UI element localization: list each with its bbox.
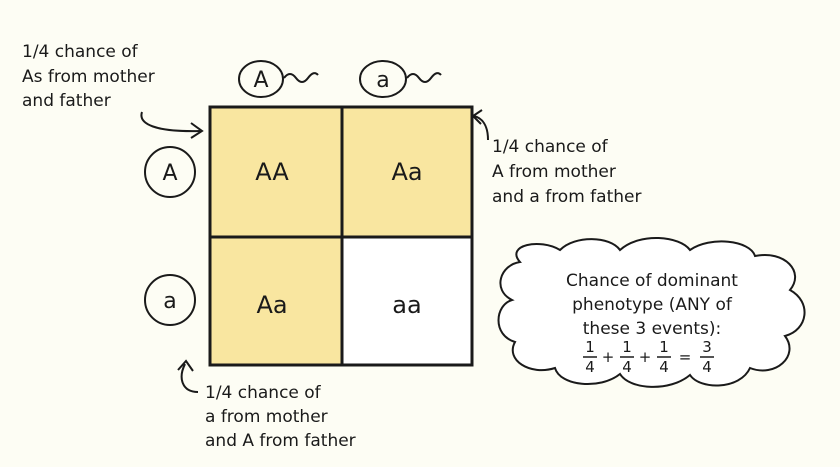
cloud-line: phenotype (ANY of (572, 295, 733, 315)
allele-circle (238, 60, 284, 98)
fraction-numerator: 1 (622, 338, 632, 356)
arrowhead-icon (177, 359, 194, 372)
fraction-numerator: 1 (659, 338, 669, 356)
note-line: a from mother (205, 407, 328, 427)
fraction-denominator: 4 (585, 358, 595, 376)
fraction-numerator: 1 (585, 338, 595, 356)
arrowhead-icon (190, 122, 204, 139)
fraction-numerator: 3 (702, 338, 712, 356)
note-line: and father (22, 91, 111, 111)
allele-label: a (376, 68, 389, 93)
punnett-square: AA Aa Aa aa (208, 105, 474, 367)
allele-circle (144, 146, 196, 198)
allele-circle (359, 60, 407, 98)
sperm-tail-icon (283, 72, 319, 83)
cell-label-aa: aa (392, 291, 421, 319)
cloud-callout: Chance of dominant phenotype (ANY of the… (497, 237, 806, 388)
equals-sign: = (679, 348, 692, 366)
arrow-icon (180, 363, 199, 393)
top-allele-A: A (238, 60, 319, 98)
note-top-left: 1/4 chance of As from mother and father (22, 42, 204, 139)
arrowhead-icon (471, 109, 483, 125)
note-line: As from mother (22, 67, 155, 87)
fraction-denominator: 4 (702, 358, 712, 376)
allele-circle (144, 274, 196, 326)
note-line: 1/4 chance of (22, 42, 139, 62)
fraction-denominator: 4 (659, 358, 669, 376)
allele-label: a (163, 289, 176, 314)
allele-label: A (253, 68, 268, 93)
cell-Aa-top-right (340, 105, 474, 239)
sperm-tail-icon (406, 72, 442, 83)
arrow-icon (140, 111, 201, 133)
cell-aa (340, 235, 474, 367)
cell-AA (208, 105, 344, 239)
left-allele-A: A (144, 146, 196, 198)
cell-Aa-bottom-left (208, 235, 344, 367)
note-line: and a from father (492, 187, 641, 207)
cell-label-Aa-bottom-left: Aa (256, 291, 287, 319)
allele-label: A (162, 161, 177, 186)
note-line: A from mother (492, 162, 616, 182)
plus-sign: + (639, 348, 652, 366)
fraction-denominator: 4 (622, 358, 632, 376)
top-allele-a: a (359, 60, 442, 98)
note-line: 1/4 chance of (492, 137, 609, 157)
cell-label-Aa-top-right: Aa (391, 158, 422, 186)
cloud-shape (497, 237, 806, 388)
note-line: 1/4 chance of (205, 383, 322, 403)
fraction-sum: 1 4 + 1 4 + 1 4 = 3 4 (583, 338, 714, 376)
cloud-line: Chance of dominant (566, 271, 738, 291)
note-bottom: 1/4 chance of a from mother and A from f… (177, 359, 356, 451)
arrow-icon (473, 115, 489, 141)
note-right: 1/4 chance of A from mother and a from f… (471, 109, 641, 207)
plus-sign: + (602, 348, 615, 366)
cloud-line: these 3 events): (583, 319, 721, 339)
cell-label-AA: AA (255, 158, 289, 186)
note-line: and A from father (205, 431, 356, 451)
left-allele-a: a (144, 274, 196, 326)
